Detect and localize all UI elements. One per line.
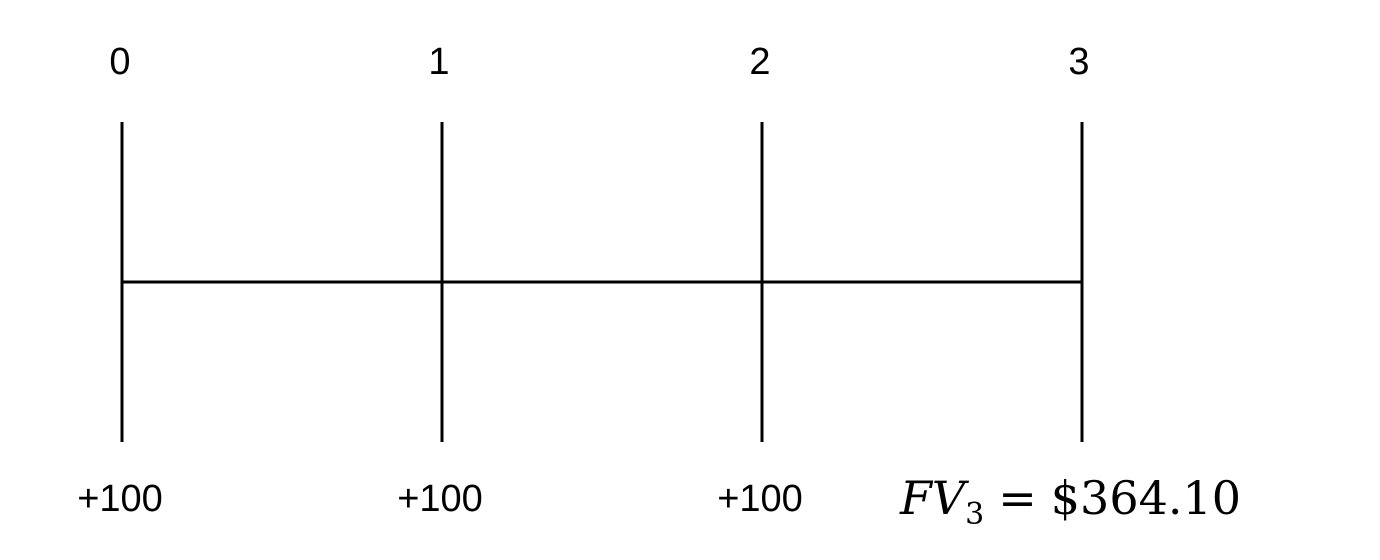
period-label-1: 1 bbox=[428, 41, 450, 83]
cash-flow-period-2: +100 bbox=[717, 478, 803, 520]
cash-flow-period-0: +100 bbox=[77, 478, 163, 520]
equals-sign: = bbox=[998, 471, 1037, 525]
period-label-0: 0 bbox=[109, 41, 131, 83]
cash-flow-period-1: +100 bbox=[397, 478, 483, 520]
future-value-amount: $364.10 bbox=[1050, 471, 1242, 525]
future-value-subscript: 3 bbox=[965, 497, 985, 532]
period-label-3: 3 bbox=[1068, 41, 1090, 83]
future-value-formula: FV3 =$364.10 bbox=[900, 470, 1241, 543]
period-label-2: 2 bbox=[749, 41, 771, 83]
future-value-symbol: FV bbox=[900, 471, 966, 525]
